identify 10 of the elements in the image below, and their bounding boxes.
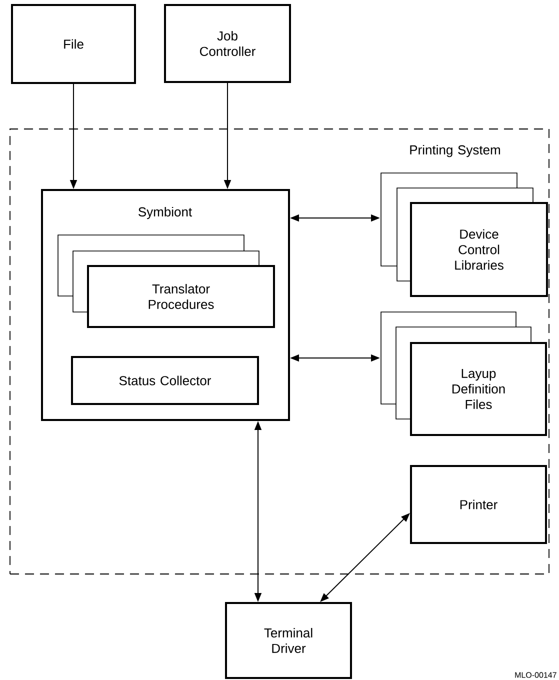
process-box: Status Collector	[71, 356, 259, 405]
arrow	[320, 513, 410, 602]
process-box: Job Controller	[164, 4, 291, 83]
process-box: File	[11, 4, 136, 84]
process-box: Terminal Driver	[225, 602, 352, 679]
process-box: Translator Procedures	[87, 265, 275, 328]
figure-number: MLO-00147	[515, 672, 556, 678]
process-box: Printer	[410, 465, 547, 544]
process-box: Layup Definition Files	[410, 342, 547, 436]
process-box: Device Control Libraries	[410, 202, 548, 297]
